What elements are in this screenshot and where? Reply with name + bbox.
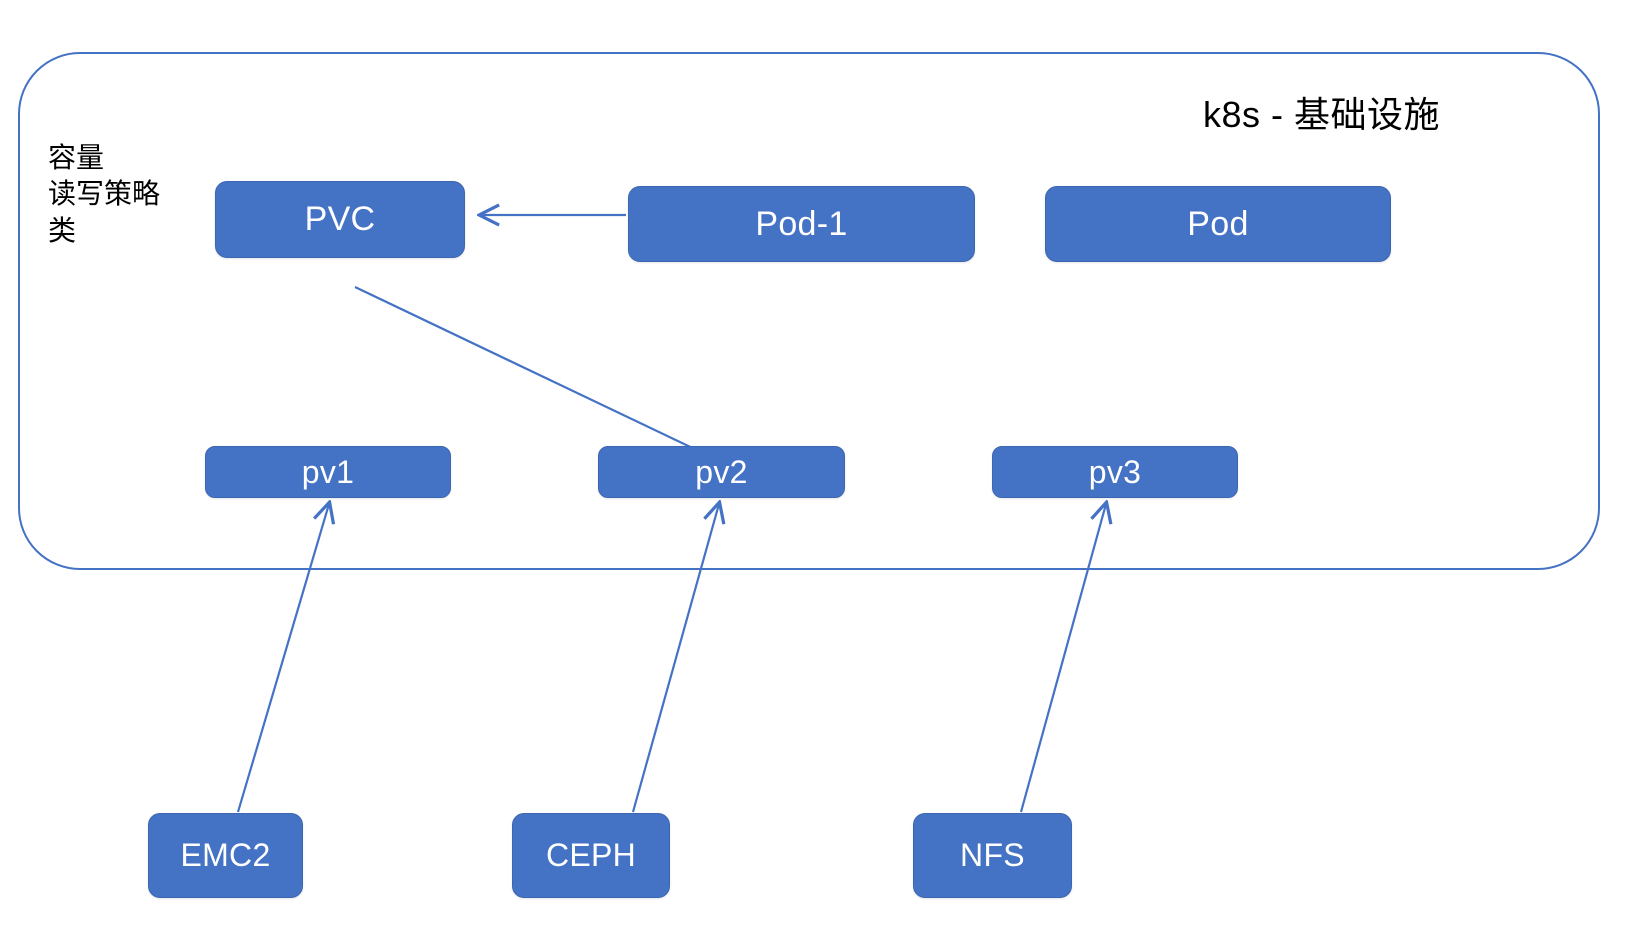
pvc-attributes-note: 容量 读写策略 类 [48, 140, 160, 249]
node-pod-1[interactable]: Pod-1 [628, 186, 975, 262]
node-pv1[interactable]: pv1 [205, 446, 451, 498]
node-emc2[interactable]: EMC2 [148, 813, 303, 898]
group-title: k8s - 基础设施 [1202, 94, 1440, 135]
node-nfs[interactable]: NFS [913, 813, 1072, 898]
node-pv3[interactable]: pv3 [992, 446, 1238, 498]
node-pod[interactable]: Pod [1045, 186, 1391, 262]
node-pv2[interactable]: pv2 [598, 446, 845, 498]
k8s-infrastructure-group [18, 52, 1600, 570]
pvc-attribute-access-mode: 读写策略 [48, 178, 161, 210]
node-pvc[interactable]: PVC [215, 181, 465, 258]
pvc-attribute-capacity: 容量 [48, 142, 105, 173]
node-ceph[interactable]: CEPH [512, 813, 670, 898]
pvc-attribute-class: 类 [48, 214, 77, 246]
